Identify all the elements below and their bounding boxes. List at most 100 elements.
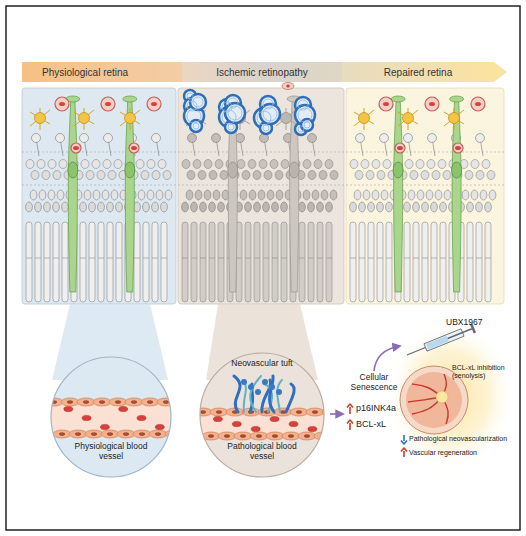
muller-glia — [68, 98, 77, 292]
nucleus — [53, 202, 60, 212]
endothelial-nucleus — [131, 400, 137, 404]
endothelial-cell — [61, 398, 79, 406]
segment-line — [317, 258, 323, 259]
syringe — [405, 323, 476, 359]
endothelial-cell — [133, 430, 151, 438]
endothelial-nucleus — [139, 432, 145, 436]
endothelial-nucleus — [147, 400, 153, 404]
nucleus — [62, 202, 69, 212]
pathological-vessel-lumen — [263, 107, 277, 121]
segment-line — [368, 258, 374, 259]
tuft-bud — [262, 379, 268, 385]
inner-nucleus — [350, 160, 358, 169]
nucleus — [408, 190, 415, 200]
endothelial-cell — [306, 408, 324, 416]
nucleus — [462, 190, 469, 200]
muller-glia — [452, 98, 461, 292]
photoreceptor — [116, 222, 122, 302]
ganglion-cell — [308, 134, 317, 143]
nucleus — [111, 190, 118, 200]
capillary — [129, 143, 139, 153]
ganglion-cell — [356, 134, 365, 143]
inner-nucleus — [152, 171, 160, 180]
nucleus — [254, 202, 261, 212]
red-blood-cell — [137, 415, 146, 420]
segment-line — [326, 258, 332, 259]
figure-frame — [6, 6, 520, 530]
endothelial-nucleus — [208, 434, 214, 438]
photoreceptor — [317, 222, 323, 302]
endothelial-nucleus — [67, 400, 73, 404]
pathological-vessel-lumen — [193, 123, 199, 129]
nucleus — [195, 190, 202, 200]
photoreceptor — [440, 222, 446, 302]
astrocyte — [449, 113, 460, 124]
red-blood-cell — [119, 406, 128, 411]
endothelial-nucleus — [115, 400, 121, 404]
muller-endfoot — [391, 96, 405, 102]
endothelial-cell — [117, 430, 135, 438]
pathological-vessel — [190, 94, 206, 110]
red-blood-cell — [251, 426, 260, 431]
nucleus — [161, 202, 168, 212]
endothelial-nucleus — [256, 434, 262, 438]
astrocyte — [359, 113, 370, 124]
endothelial-cell — [274, 408, 292, 416]
segment-line — [62, 258, 68, 259]
capillary — [55, 97, 69, 111]
photoreceptor — [263, 222, 269, 302]
ganglion-cell — [212, 134, 221, 143]
inner-nucleus — [215, 160, 223, 169]
inner-nucleus — [204, 160, 212, 169]
inner-nucleus — [366, 171, 374, 180]
endothelial-cell — [101, 430, 119, 438]
nucleus — [143, 202, 150, 212]
nucleus — [440, 202, 447, 212]
segment-line — [404, 258, 410, 259]
capillary — [395, 143, 405, 153]
endothelial-nucleus — [51, 400, 57, 404]
photoreceptor — [200, 222, 206, 302]
stage-band: Physiological retina — [22, 62, 182, 82]
endothelial-cell — [298, 432, 316, 440]
endothelial-cell — [149, 430, 167, 438]
muller-nucleus — [289, 162, 299, 178]
astrocyte — [403, 113, 414, 124]
endothelial-nucleus — [163, 400, 169, 404]
ganglion-cell — [380, 134, 389, 143]
pathological-vessel-lumen — [298, 108, 312, 122]
photoreceptor — [143, 222, 149, 302]
vessel-lumen — [50, 402, 172, 434]
segment-line — [308, 258, 314, 259]
muller-nucleus — [228, 162, 238, 178]
photoreceptor — [26, 222, 32, 302]
nucleus — [107, 202, 114, 212]
inner-nucleus — [42, 171, 50, 180]
process-arrow — [330, 413, 343, 415]
inner-nucleus — [330, 171, 338, 180]
endothelial-cell — [250, 432, 268, 440]
nucleus — [138, 190, 145, 200]
segment-line — [200, 258, 206, 259]
red-blood-cell — [289, 421, 298, 426]
nucleus — [209, 202, 216, 212]
nucleus — [89, 202, 96, 212]
endothelial-cell — [53, 430, 71, 438]
neovascular-tuft — [286, 384, 294, 412]
muller-endfoot — [123, 96, 137, 102]
vessel-caption: Physiological blood vessel — [69, 442, 153, 462]
capillary — [71, 143, 81, 153]
endothelial-nucleus — [75, 432, 81, 436]
inner-nucleus — [432, 171, 440, 180]
inner-nucleus — [355, 171, 363, 180]
inner-nucleus — [37, 160, 45, 169]
inner-nucleus — [253, 171, 261, 180]
capillary — [147, 97, 161, 111]
inner-nucleus — [487, 171, 495, 180]
photoreceptor — [431, 222, 437, 302]
nucleus — [363, 190, 370, 200]
endothelial-cell — [210, 408, 228, 416]
neovascular-tuft — [270, 376, 274, 412]
nucleus — [299, 202, 306, 212]
